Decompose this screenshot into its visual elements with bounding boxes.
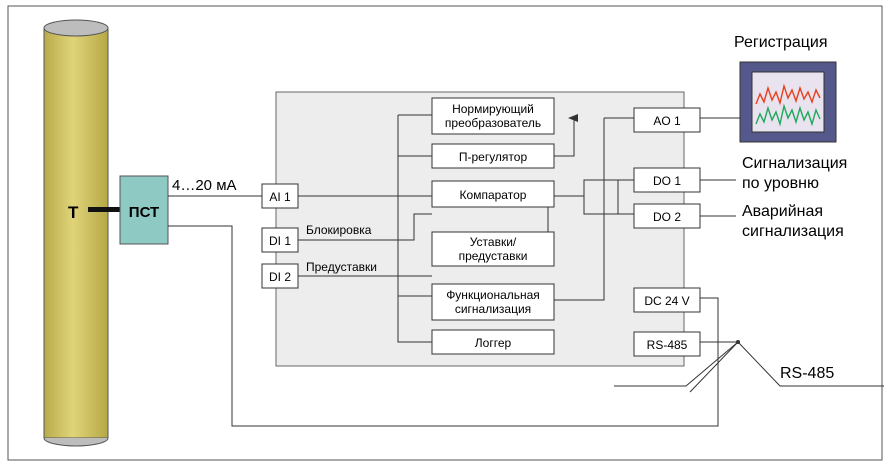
red-trace (755, 83, 821, 106)
green-trace (755, 103, 821, 127)
ao1-box (633, 107, 701, 133)
wire-di1-comparator (298, 213, 432, 241)
sensor-probe (88, 207, 120, 212)
ai1-label: AI 1 (269, 190, 291, 204)
pipe-top-cap (43, 19, 109, 37)
module-comparator: Компаратор (431, 180, 555, 208)
arrow-to-normalizer (568, 114, 578, 122)
di1-box (261, 227, 299, 253)
setpoints-line1: Уставки/ (470, 235, 517, 249)
module-p-regulator: П-регулятор (431, 143, 555, 169)
module-logger: Логгер (431, 329, 555, 355)
p-regulator-label: П-регулятор (459, 150, 528, 164)
internal-wiring (298, 114, 634, 343)
wire-sensor-power (168, 225, 719, 427)
level-alarm-line2: по уровню (742, 175, 819, 192)
wire-func-outputs (554, 118, 605, 301)
module-functional-alarm: Функциональная сигнализация (431, 283, 555, 321)
emergency-alarm-line2: сигнализация (742, 223, 844, 240)
setpoints-line2: предуставки (459, 249, 528, 263)
rs485-port-box (633, 331, 701, 357)
pipe: Т (43, 19, 120, 447)
do1-label: DO 1 (653, 174, 681, 188)
di1-caption: Блокировка (306, 223, 372, 237)
module-setpoints: Уставки/ предуставки (431, 231, 555, 267)
wire-regulator-ao1 (554, 118, 575, 157)
outer-frame (7, 5, 883, 461)
comparator-box (431, 180, 555, 208)
output-do2: DO 2 (633, 203, 701, 229)
sensor: ПСТ (119, 175, 169, 245)
setpoints-box (431, 231, 555, 267)
emergency-alarm-line1: Аварийная (742, 203, 823, 220)
dc24-box (633, 287, 701, 313)
pipe-bottom-cap (43, 437, 109, 447)
wire-comparator-do2 (583, 196, 634, 215)
normalizer-line1: Нормирующий (452, 102, 534, 116)
do2-label: DO 2 (653, 210, 681, 224)
logger-label: Логгер (475, 336, 512, 350)
functional-alarm-box (431, 283, 555, 321)
functional-alarm-line2: сигнализация (455, 302, 531, 316)
do1-box (633, 167, 701, 193)
ai1-box (261, 183, 299, 209)
dc24-label: DC 24 V (644, 294, 689, 308)
rs485-bus-line-a (614, 341, 739, 387)
output-ao1: AO 1 (633, 107, 701, 133)
sensor-label: ПСТ (129, 204, 159, 221)
pipe-label: Т (68, 203, 79, 222)
input-di2: DI 2 Предуставки (261, 260, 377, 289)
pipe-body (43, 27, 109, 439)
wire-comparator-do1 (554, 179, 634, 197)
comparator-label: Компаратор (460, 188, 527, 202)
external-wiring (614, 117, 884, 393)
rs485-port-label: RS-485 (647, 338, 688, 352)
current-label: 4…20 мА (172, 177, 237, 194)
logger-box (431, 329, 555, 355)
di1-label: DI 1 (269, 234, 291, 248)
ao1-label: AO 1 (653, 114, 681, 128)
registration-monitor: Регистрация (734, 34, 837, 143)
functional-alarm-line1: Функциональная (446, 288, 540, 302)
normalizer-box (431, 97, 555, 135)
di2-box (261, 263, 299, 289)
di2-caption: Предуставки (306, 260, 377, 274)
input-ai1: AI 1 (261, 183, 299, 209)
normalizer-line2: преобразователь (445, 116, 541, 130)
output-rs485: RS-485 (633, 331, 701, 357)
rs485-bus-label: RS-485 (780, 365, 834, 382)
output-do1: DO 1 (633, 167, 701, 193)
level-alarm-line1: Сигнализация (742, 155, 847, 172)
p-regulator-box (431, 143, 555, 169)
sensor-body (119, 175, 169, 245)
output-dc24: DC 24 V (633, 287, 701, 313)
wire-bus-left (397, 115, 432, 343)
di2-label: DI 2 (269, 270, 291, 284)
monitor-screen (751, 71, 825, 133)
do2-box (633, 203, 701, 229)
rs485-bus-line-b (689, 341, 884, 393)
registration-label: Регистрация (734, 34, 828, 51)
rs485-junction (736, 340, 740, 344)
module-normalizer: Нормирующий преобразователь (431, 97, 555, 135)
input-di1: DI 1 Блокировка (261, 223, 372, 253)
